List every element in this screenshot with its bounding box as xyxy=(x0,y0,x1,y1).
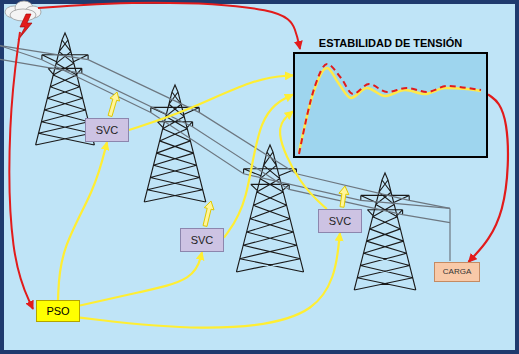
chart-panel: ESTABILIDAD DE TENSIÓN xyxy=(293,52,488,158)
panel-heading: ESTABILIDAD DE TENSIÓN xyxy=(319,37,462,50)
power-line xyxy=(449,208,450,261)
fault-signal xyxy=(9,32,33,309)
control-arrow xyxy=(58,142,107,300)
transmission-tower xyxy=(236,145,303,272)
compensation-arrow xyxy=(203,201,214,226)
control-arrow xyxy=(224,94,293,237)
svc-box: SVC xyxy=(85,118,129,142)
cloud-puff xyxy=(10,9,36,21)
compensation-arrow xyxy=(108,92,119,117)
load-box: CARGA xyxy=(434,262,480,282)
box-label: SVC xyxy=(329,215,352,228)
pso-box: PSO xyxy=(36,300,80,322)
arrow-shape xyxy=(108,92,119,117)
svc-box: SVC xyxy=(318,209,362,233)
arrow-shape xyxy=(203,201,214,226)
box-label: SVC xyxy=(96,124,119,137)
voltage-curve-dashed xyxy=(299,64,481,154)
voltage-curve xyxy=(299,68,481,152)
box-label: CARGA xyxy=(443,267,471,276)
box-label: PSO xyxy=(46,305,69,318)
svc-box: SVC xyxy=(180,228,224,252)
transmission-tower xyxy=(354,173,416,290)
arrow-shape xyxy=(339,186,349,207)
voltage-chart xyxy=(295,54,486,156)
box-label: SVC xyxy=(191,234,214,247)
storm-cloud xyxy=(5,1,41,40)
fault-signal xyxy=(38,3,300,49)
transmission-tower xyxy=(144,85,206,202)
control-arrow xyxy=(129,75,293,130)
compensation-arrow xyxy=(339,186,349,207)
control-arrow xyxy=(80,252,202,306)
